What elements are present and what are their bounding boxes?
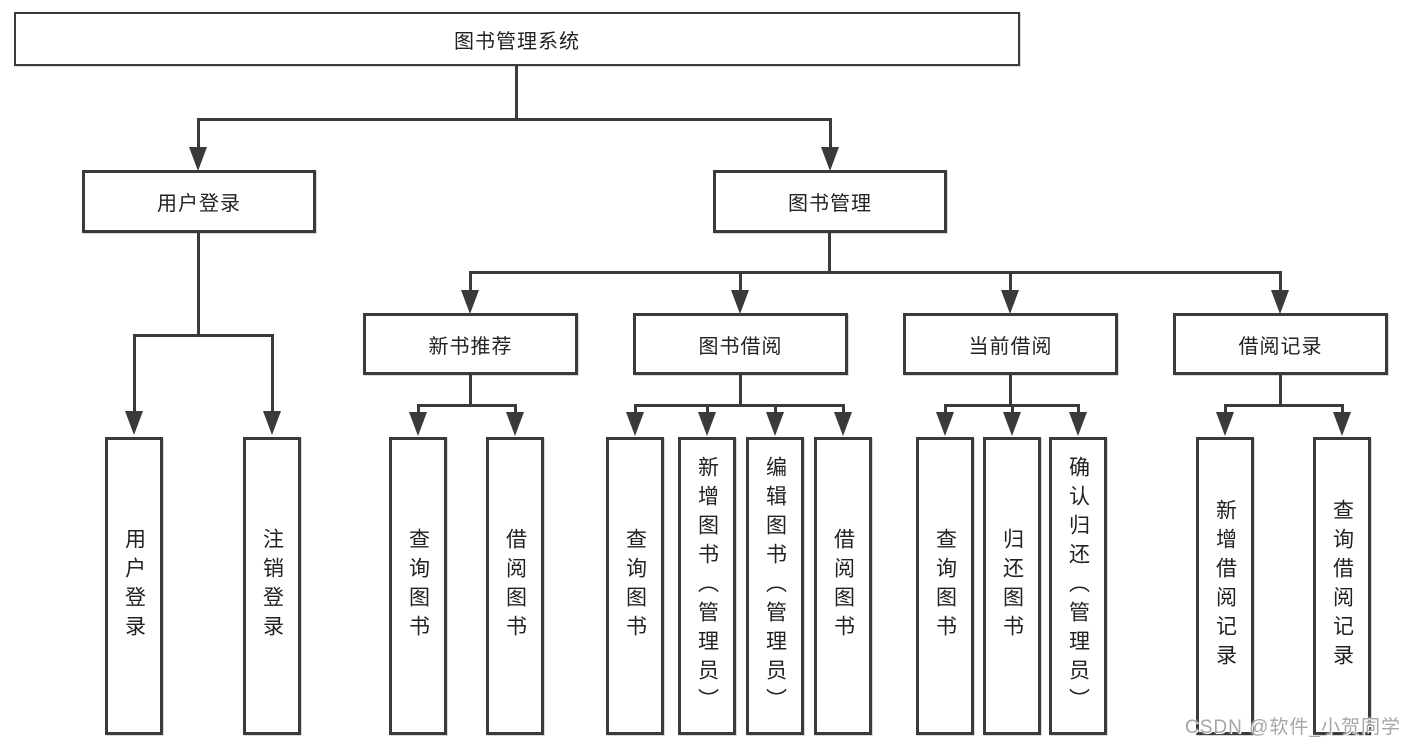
connector-line (469, 271, 472, 295)
connector-line (515, 66, 518, 120)
leaf-borrow-query-books: 查询图书 (606, 437, 664, 735)
connector-line (469, 374, 472, 406)
leaf-add-books-admin: 新增图书（管理员） (678, 437, 736, 735)
connector-line (197, 118, 831, 121)
node-user-login: 用户登录 (82, 170, 316, 233)
leaf-current-query-books: 查询图书 (916, 437, 974, 735)
connector-line (1077, 404, 1080, 416)
arrowhead-down-icon (1069, 412, 1087, 436)
connector-line (1341, 404, 1344, 416)
connector-line (1224, 404, 1343, 407)
arrowhead-down-icon (1003, 412, 1021, 436)
leaf-return-books: 归还图书 (983, 437, 1041, 735)
arrowhead-down-icon (1001, 290, 1019, 314)
leaf-query-borrow-record: 查询借阅记录 (1313, 437, 1371, 735)
node-borrow-records: 借阅记录 (1173, 313, 1388, 375)
arrowhead-down-icon (731, 290, 749, 314)
leaf-recommend-borrow-books: 借阅图书 (486, 437, 544, 735)
leaf-borrow-books: 借阅图书 (814, 437, 872, 735)
leaf-logout: 注销登录 (243, 437, 301, 735)
leaf-user-login: 用户登录 (105, 437, 163, 735)
arrowhead-down-icon (409, 412, 427, 436)
connector-line (739, 374, 742, 406)
arrowhead-down-icon (189, 147, 207, 171)
connector-line (133, 334, 136, 414)
arrowhead-down-icon (766, 412, 784, 436)
arrowhead-down-icon (698, 412, 716, 436)
arrowhead-down-icon (1216, 412, 1234, 436)
connector-line (1011, 404, 1014, 416)
leaf-confirm-return-admin: 确认归还（管理员） (1049, 437, 1107, 735)
connector-line (1279, 271, 1282, 295)
arrowhead-down-icon (506, 412, 524, 436)
node-root-system: 图书管理系统 (14, 12, 1020, 66)
watermark-text: CSDN @软件_小贺同学 (1185, 717, 1401, 738)
connector-line (1224, 404, 1227, 416)
connector-line (706, 404, 709, 416)
connector-line (417, 404, 517, 407)
connector-line (271, 334, 274, 414)
connector-line (634, 404, 637, 416)
connector-line (469, 271, 1282, 274)
connector-line (828, 232, 831, 273)
arrowhead-down-icon (263, 411, 281, 435)
node-book-management: 图书管理 (713, 170, 947, 233)
connector-line (1279, 374, 1282, 406)
arrowhead-down-icon (626, 412, 644, 436)
connector-line (842, 404, 845, 416)
arrowhead-down-icon (461, 290, 479, 314)
arrowhead-down-icon (936, 412, 954, 436)
connector-line (1009, 271, 1012, 295)
node-new-book-recommend: 新书推荐 (363, 313, 578, 375)
connector-line (197, 118, 200, 150)
connector-line (944, 404, 947, 416)
connector-line (197, 232, 200, 336)
leaf-add-borrow-record: 新增借阅记录 (1196, 437, 1254, 735)
node-book-borrow: 图书借阅 (633, 313, 848, 375)
arrowhead-down-icon (1271, 290, 1289, 314)
connector-line (774, 404, 777, 416)
connector-line (1009, 374, 1012, 406)
arrowhead-down-icon (834, 412, 852, 436)
arrowhead-down-icon (821, 147, 839, 171)
arrowhead-down-icon (125, 411, 143, 435)
connector-line (829, 118, 832, 150)
connector-line (739, 271, 742, 295)
node-current-borrow: 当前借阅 (903, 313, 1118, 375)
leaf-edit-books-admin: 编辑图书（管理员） (746, 437, 804, 735)
connector-line (514, 404, 517, 416)
arrowhead-down-icon (1333, 412, 1351, 436)
connector-line (417, 404, 420, 416)
leaf-recommend-query-books: 查询图书 (389, 437, 447, 735)
connector-line (133, 334, 274, 337)
connector-line (634, 404, 844, 407)
